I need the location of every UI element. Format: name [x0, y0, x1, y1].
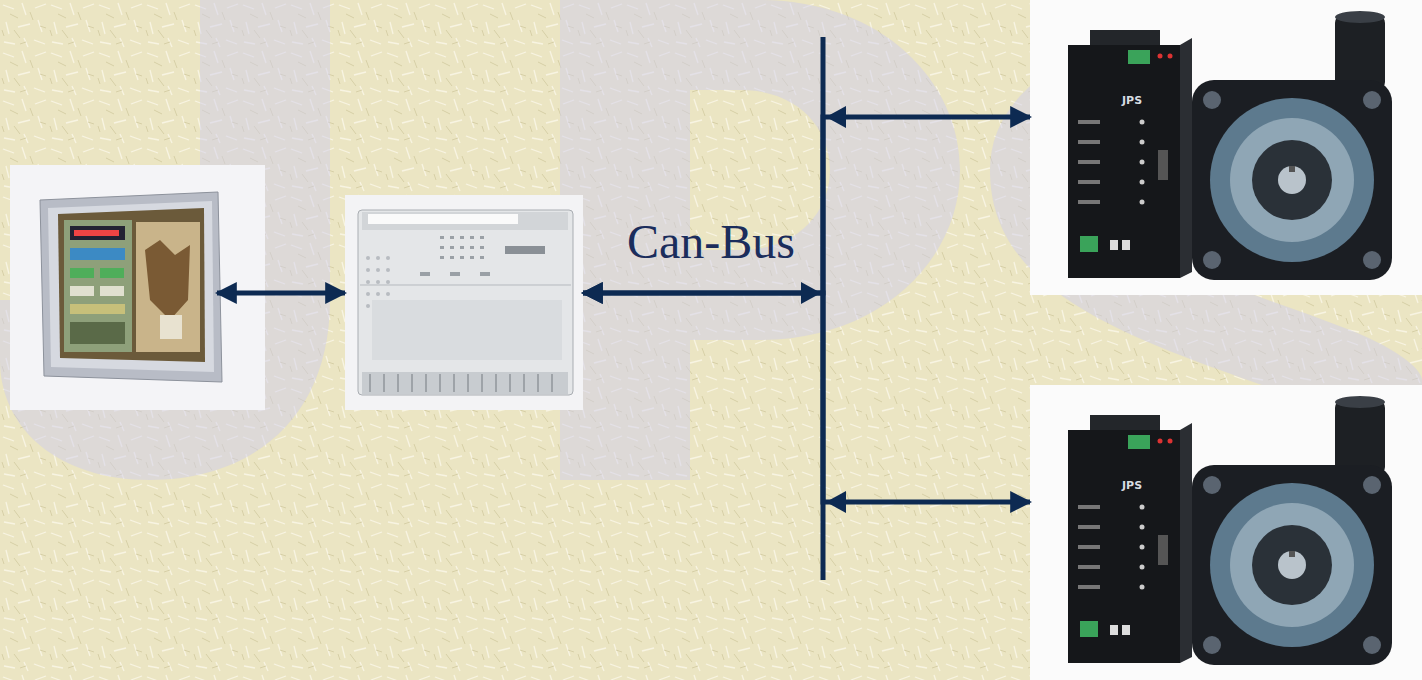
hmi-touch-panel-part — [70, 322, 125, 344]
can-bus-line — [801, 37, 846, 580]
plc-controller-part-part — [480, 236, 484, 239]
plc-controller-part-part — [376, 268, 380, 272]
servo-drive-motor — [1030, 385, 1422, 680]
plc-controller-part-part — [386, 256, 390, 260]
plc-controller-part — [360, 285, 571, 286]
hmi-touch-panel-part — [58, 208, 205, 362]
plc-controller-part — [362, 212, 568, 230]
servo-node: JPS — [1030, 0, 1422, 295]
can-bus-line-part — [826, 106, 846, 128]
plc-controller-part-part — [460, 256, 464, 259]
can-bus-line-part — [801, 282, 821, 304]
plc-controller-part-part — [386, 268, 390, 272]
hmi-touch-panel-part — [100, 268, 124, 278]
plc-controller-part-part — [470, 236, 474, 239]
plc-controller-part-part — [450, 236, 454, 239]
plc-controller-part-part — [366, 280, 370, 284]
hmi-touch-panel-part — [70, 304, 125, 314]
hmi-touch-panel-part — [136, 222, 200, 352]
plc-controller — [345, 195, 583, 410]
plc-controller-part-part — [386, 292, 390, 296]
watermark-shapes-part — [0, 0, 330, 480]
plc-node — [345, 200, 583, 405]
bus-label: Can-Bus — [627, 215, 795, 269]
plc-controller-part — [440, 236, 484, 259]
plc-controller-part-part — [480, 246, 484, 249]
plc-controller-part-part — [440, 236, 444, 239]
hmi-touch-panel-part — [74, 230, 119, 236]
can-bus-line-part — [826, 491, 846, 513]
plc-controller-part-part — [366, 304, 370, 308]
bus-connector — [217, 291, 345, 296]
plc-controller-part-part — [376, 256, 380, 260]
plc-controller-part-part — [470, 246, 474, 249]
plc-controller-part-part — [470, 256, 474, 259]
plc-controller-part-part — [440, 246, 444, 249]
plc-controller-part-part — [376, 280, 380, 284]
plc-controller-part-part — [386, 280, 390, 284]
hmi-touch-panel-part — [100, 286, 124, 296]
brand-label: JPS — [1122, 94, 1142, 107]
watermark-shapes-part — [560, 0, 960, 480]
plc-controller-part-part — [366, 292, 370, 296]
hmi-touch-panel-part — [10, 165, 265, 410]
plc-controller-part-part — [450, 246, 454, 249]
plc-controller-part — [370, 374, 552, 392]
hmi-touch-panel-part — [48, 201, 214, 372]
plc-controller-part-part — [460, 246, 464, 249]
servo-node: JPS — [1030, 385, 1422, 680]
plc-controller-part — [345, 195, 583, 410]
plc-controller-part — [450, 272, 460, 276]
plc-controller-part-part — [366, 256, 370, 260]
plc-controller-part-part — [366, 268, 370, 272]
hmi-panel-node — [40, 192, 217, 382]
servo-drive-motor — [1030, 0, 1422, 295]
plc-controller-part-part — [440, 256, 444, 259]
plc-controller-part — [420, 272, 430, 276]
plc-controller-part — [368, 214, 518, 224]
plc-controller-part-part — [450, 256, 454, 259]
brand-label: JPS — [1122, 479, 1142, 492]
bus-connector — [583, 117, 1030, 293]
hmi-touch-panel-part — [70, 226, 125, 240]
hmi-touch-panel-part — [70, 248, 125, 260]
plc-controller-part — [505, 246, 545, 254]
hmi-touch-panel-part — [70, 268, 94, 278]
plc-controller-part-part — [376, 292, 380, 296]
hmi-touch-panel — [10, 165, 265, 410]
hmi-touch-panel-part — [145, 240, 190, 320]
hmi-touch-panel-part — [64, 220, 132, 352]
plc-controller-part — [372, 300, 562, 360]
plc-controller-part — [358, 210, 573, 395]
can-bus-line-part — [821, 37, 826, 580]
plc-controller-part-part — [480, 256, 484, 259]
plc-controller-part — [480, 272, 490, 276]
hmi-touch-panel-part — [40, 192, 222, 382]
bus-connector — [583, 293, 1030, 502]
plc-controller-part-part — [460, 236, 464, 239]
hmi-touch-panel-part — [160, 315, 182, 339]
plc-controller-part — [362, 372, 568, 394]
hmi-touch-panel-part — [70, 286, 94, 296]
